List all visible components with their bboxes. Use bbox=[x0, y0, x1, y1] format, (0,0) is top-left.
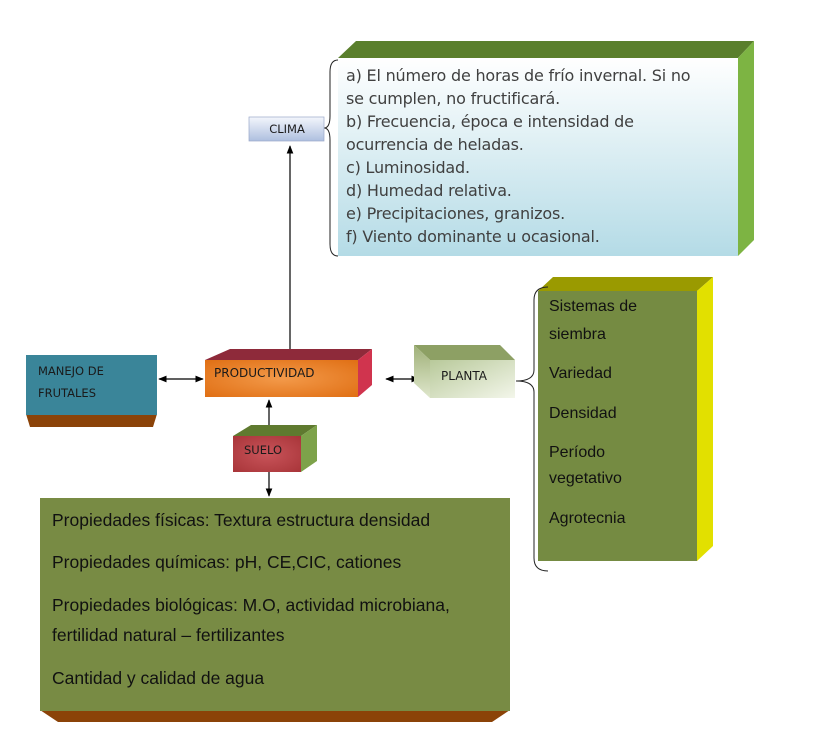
suelo-detail-item: Propiedades físicas: Textura estructura … bbox=[52, 510, 431, 530]
suelo-detail-item: fertilidad natural – fertilizantes bbox=[52, 625, 285, 645]
clima-node-label: CLIMA bbox=[269, 122, 305, 136]
clima-detail-item: c) Luminosidad. bbox=[346, 158, 470, 177]
planta-detail-item: Densidad bbox=[549, 405, 617, 422]
clima-box-side bbox=[738, 41, 754, 256]
planta-node-shape bbox=[414, 345, 515, 398]
suelo-detail-item: Cantidad y calidad de agua bbox=[52, 668, 265, 688]
planta-details-box bbox=[538, 277, 713, 561]
manejo-node-shape bbox=[26, 355, 157, 427]
planta-detail-item: vegetativo bbox=[549, 470, 622, 487]
manejo-node-label: MANEJO DE FRUTALES bbox=[38, 360, 104, 404]
clima-detail-item: d) Humedad relativa. bbox=[346, 181, 512, 200]
productividad-node-shape bbox=[205, 349, 372, 397]
planta-detail-item: siembra bbox=[549, 326, 606, 343]
manejo-label-line: FRUTALES bbox=[38, 386, 96, 400]
planta-node-label: PLANTA bbox=[441, 369, 487, 383]
clima-detail-item: a) El número de horas de frío invernal. … bbox=[346, 66, 691, 85]
planta-brace bbox=[515, 286, 549, 572]
clima-detail-item: e) Precipitaciones, granizos. bbox=[346, 204, 565, 223]
planta-detail-item: Variedad bbox=[549, 365, 612, 382]
clima-detail-item: ocurrencia de heladas. bbox=[346, 135, 524, 154]
manejo-label-line: MANEJO DE bbox=[38, 364, 104, 378]
clima-detail-item: b) Frecuencia, época e intensidad de bbox=[346, 112, 634, 131]
clima-box-top bbox=[338, 41, 754, 58]
suelo-detail-item: Propiedades biológicas: M.O, actividad m… bbox=[52, 595, 450, 615]
planta-detail-item: Sistemas de bbox=[549, 298, 638, 315]
suelo-node-label: SUELO bbox=[244, 443, 283, 457]
suelo-details-box bbox=[40, 498, 510, 722]
clima-brace bbox=[323, 59, 339, 257]
clima-node-shape bbox=[248, 116, 325, 142]
suelo-node-shape bbox=[233, 425, 317, 472]
planta-detail-item: Período bbox=[549, 444, 606, 461]
clima-box-face bbox=[338, 58, 738, 256]
productividad-node-label: PRODUCTIVIDAD bbox=[214, 366, 315, 380]
suelo-detail-item: Propiedades químicas: pH, CE,CIC, cation… bbox=[52, 552, 402, 572]
clima-details-list: a) El número de horas de frío invernal. … bbox=[346, 64, 691, 248]
clima-detail-item: f) Viento dominante u ocasional. bbox=[346, 227, 600, 246]
planta-detail-item: Agrotecnia bbox=[549, 510, 626, 527]
clima-detail-item: se cumplen, no fructificará. bbox=[346, 89, 560, 108]
clima-details-box bbox=[338, 41, 754, 256]
